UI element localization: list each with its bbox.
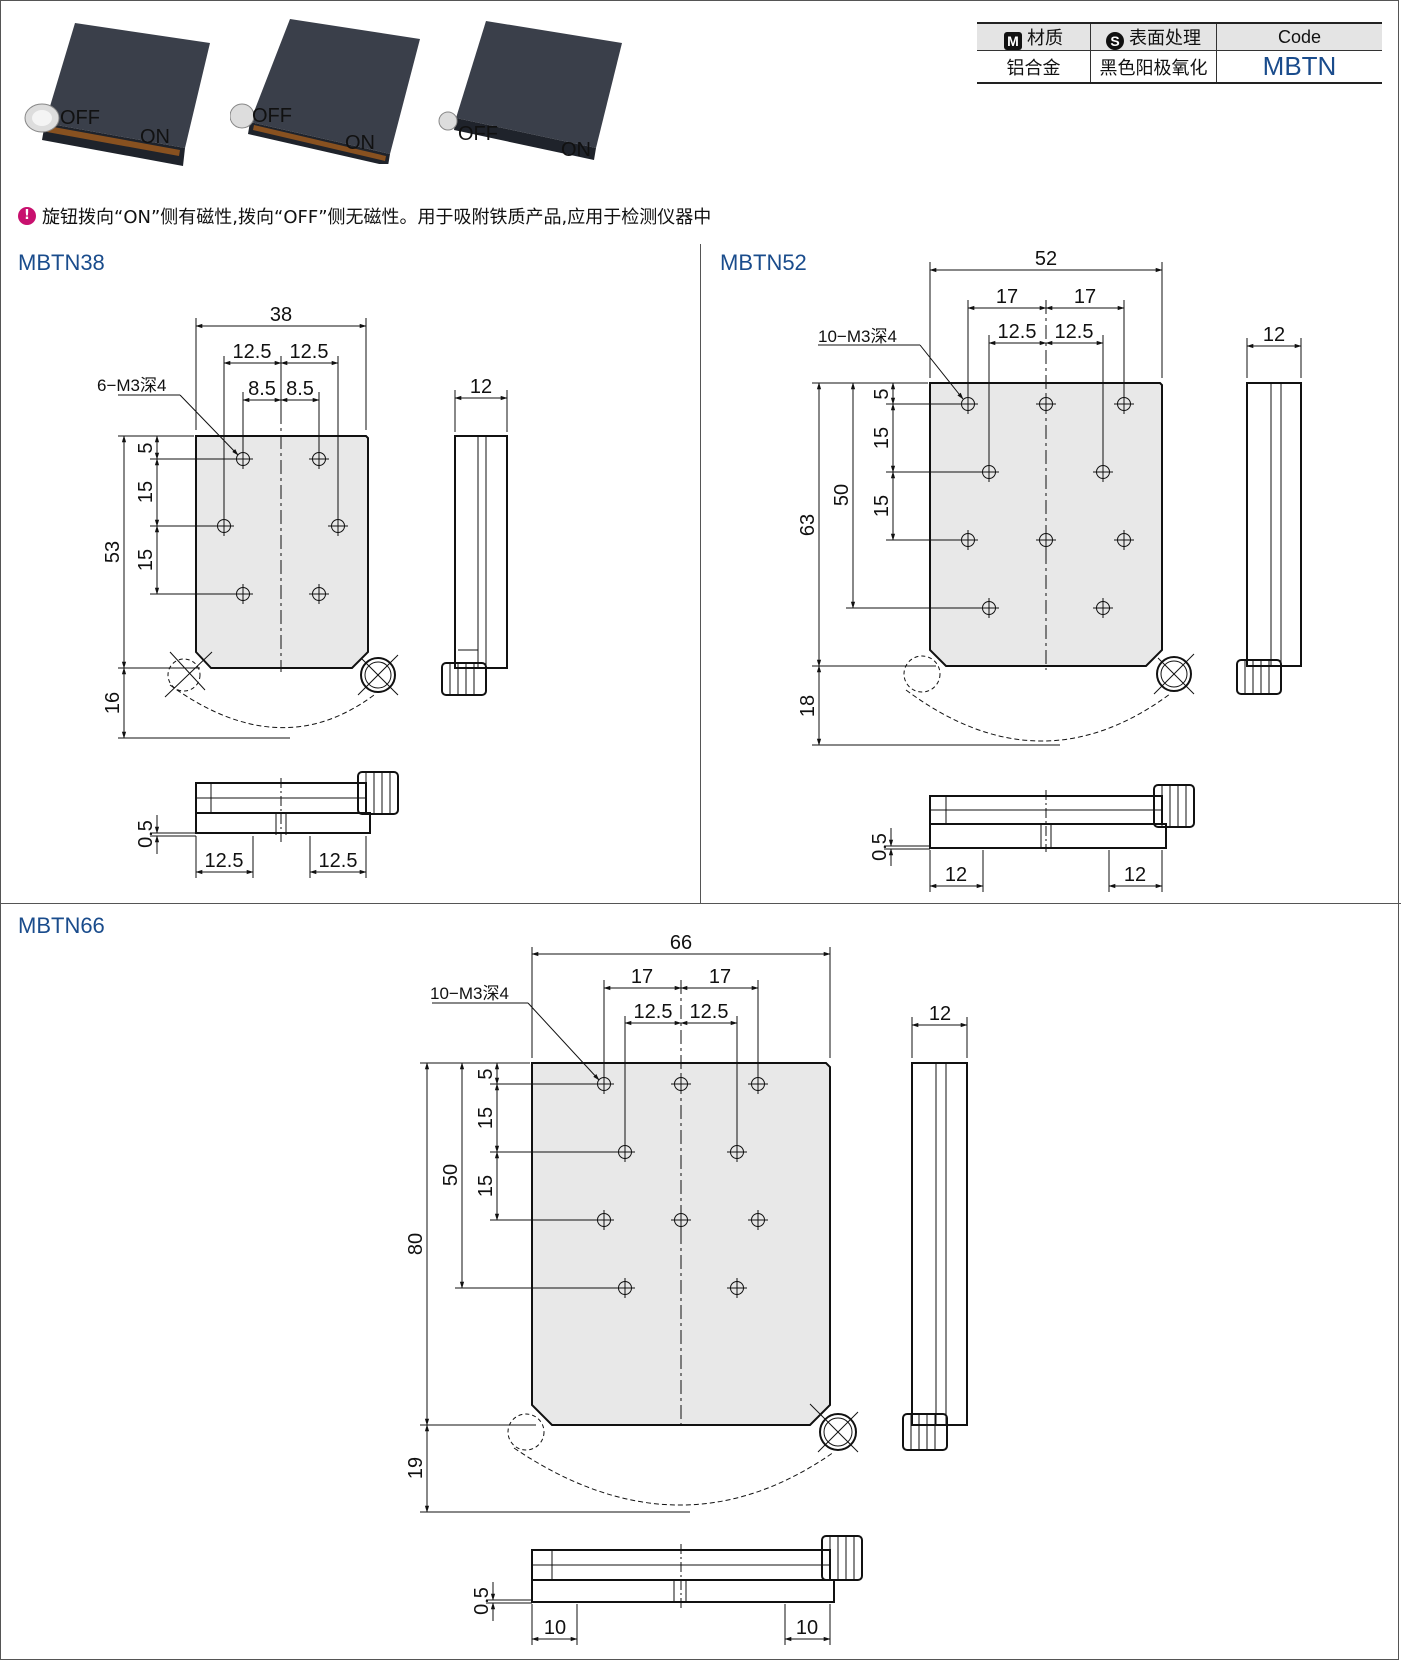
knob-off-icon	[167, 658, 201, 692]
mbtn66-dim-gap: 0.5	[471, 1587, 493, 1615]
knob-bottom-icon	[357, 771, 399, 815]
mbtn52-dim-bottom-right: 12	[1124, 864, 1146, 886]
mbtn52-dim-width: 52	[1035, 248, 1057, 270]
mbtn52-dim-50: 50	[831, 484, 853, 506]
mbtn52-dim-knob: 18	[797, 695, 819, 717]
product-photo-3: OFF ON	[438, 21, 622, 161]
mbtn66-dim-height: 80	[405, 1233, 427, 1255]
mbtn38-dim-side: 12	[470, 376, 492, 398]
knob-off-icon	[903, 655, 941, 693]
material-badge-icon: M	[1004, 32, 1022, 50]
mbtn38-dim-knob: 16	[102, 692, 124, 714]
knob-on-icon	[1156, 656, 1192, 692]
knob-side-icon	[1236, 659, 1282, 695]
photo-off-label: OFF	[252, 105, 292, 127]
mbtn52-dim-side: 12	[1263, 324, 1285, 346]
mbtn38-dim-bottom-right: 12.5	[319, 850, 358, 872]
spec-value-code: MBTN	[1216, 50, 1382, 84]
mbtn52-dim-pitch-inner-left: 12.5	[998, 321, 1037, 343]
product-photo-1: OFF ON	[24, 23, 210, 166]
mbtn38-side-view	[441, 390, 508, 696]
mbtn52-dim-15b: 15	[871, 495, 893, 517]
info-icon: !	[18, 207, 36, 225]
photo-off-label: OFF	[60, 107, 100, 129]
mbtn66-dim-bottom-right: 10	[796, 1617, 818, 1639]
mbtn38-dim-15a: 15	[135, 481, 157, 503]
photo-on-label: ON	[561, 139, 591, 161]
mbtn52-dim-5: 5	[871, 388, 893, 399]
mbtn38-dim-pitch-outer-right: 12.5	[290, 341, 329, 363]
mbtn38-dim-pitch-inner-right: 8.5	[286, 378, 314, 400]
mbtn38-dim-5: 5	[135, 442, 157, 453]
section-divider-horizontal	[0, 903, 1401, 904]
mbtn52-dim-height: 63	[797, 514, 819, 536]
mbtn66-bottom-view	[486, 1535, 863, 1645]
knob-on-icon	[819, 1413, 857, 1451]
spec-value-surface: 黑色阳极氧化	[1090, 50, 1217, 84]
usage-note: ! 旋钮拨向“ON”侧有磁性,拨向“OFF”侧无磁性。用于吸附铁质产品,应用于检…	[18, 203, 711, 229]
mbtn66-dim-pitch-inner-right: 12.5	[690, 1001, 729, 1023]
mbtn38-dim-height: 53	[102, 541, 124, 563]
spec-value-material: 铝合金	[977, 50, 1091, 84]
mbtn52-dim-gap: 0.5	[869, 833, 891, 861]
mbtn52-bottom-view	[884, 784, 1195, 892]
photo-on-label: ON	[140, 126, 170, 148]
knob-bottom-icon	[1153, 784, 1195, 828]
mbtn38-dim-pitch-inner-left: 8.5	[248, 378, 276, 400]
mbtn66-dim-knob: 19	[405, 1457, 427, 1479]
mbtn52-top-view	[812, 262, 1195, 746]
mbtn66-dim-pitch-inner-left: 12.5	[634, 1001, 673, 1023]
mbtn66-dim-15b: 15	[475, 1175, 497, 1197]
photo-off-label: OFF	[458, 123, 498, 145]
mbtn52-dim-15a: 15	[871, 427, 893, 449]
section-title-mbtn52: MBTN52	[720, 250, 807, 275]
mbtn66-hole-label: 10−M3深4	[430, 984, 509, 1003]
mbtn38-top-view	[118, 318, 399, 739]
mbtn66-dim-15a: 15	[475, 1107, 497, 1129]
mbtn52-dim-pitch-inner-right: 12.5	[1055, 321, 1094, 343]
mbtn38-hole-label: 6−M3深4	[97, 376, 166, 395]
mounting-holes-52	[958, 394, 1134, 618]
mbtn66-dim-pitch-outer-left: 17	[631, 966, 653, 988]
mbtn66-dim-width: 66	[670, 932, 692, 954]
mbtn38-dim-15b: 15	[135, 549, 157, 571]
mbtn66-dim-bottom-left: 10	[544, 1617, 566, 1639]
section-title-mbtn66: MBTN66	[18, 913, 105, 938]
knob-off-icon	[507, 1413, 545, 1451]
mbtn38-dim-pitch-outer-left: 12.5	[233, 341, 272, 363]
mbtn66-dim-side: 12	[929, 1003, 951, 1025]
mbtn66-dim-50: 50	[440, 1164, 462, 1186]
mbtn52-dim-pitch-outer-right: 17	[1074, 286, 1096, 308]
mbtn38-dim-bottom-left: 12.5	[205, 850, 244, 872]
mbtn38-dim-gap: 0.5	[135, 820, 157, 848]
mbtn52-side-view	[1236, 338, 1302, 695]
mounting-holes-66	[594, 1074, 768, 1298]
knob-on-icon	[360, 657, 396, 693]
mbtn66-dim-pitch-outer-right: 17	[709, 966, 731, 988]
mbtn66-dim-5: 5	[475, 1068, 497, 1079]
spec-header-code: Code	[1216, 22, 1382, 51]
mbtn66-top-view	[420, 947, 859, 1513]
knob-side-icon	[902, 1413, 948, 1451]
product-photo-2: OFF ON	[230, 19, 420, 164]
mbtn38-bottom-view	[150, 771, 399, 878]
mbtn66-side-view	[902, 1017, 968, 1451]
knob-bottom-icon	[821, 1535, 863, 1581]
mbtn52-hole-label: 10−M3深4	[818, 327, 897, 346]
usage-note-text: 旋钮拨向“ON”侧有磁性,拨向“OFF”侧无磁性。用于吸附铁质产品,应用于检测仪…	[42, 207, 712, 228]
section-divider-vertical	[700, 244, 701, 903]
section-title-mbtn38: MBTN38	[18, 250, 105, 275]
surface-badge-icon: S	[1106, 32, 1124, 50]
knob-side-icon	[441, 662, 487, 696]
photo-on-label: ON	[345, 132, 375, 154]
mbtn52-dim-bottom-left: 12	[945, 864, 967, 886]
mbtn38-dim-width: 38	[270, 304, 292, 326]
mbtn52-dim-pitch-outer-left: 17	[996, 286, 1018, 308]
